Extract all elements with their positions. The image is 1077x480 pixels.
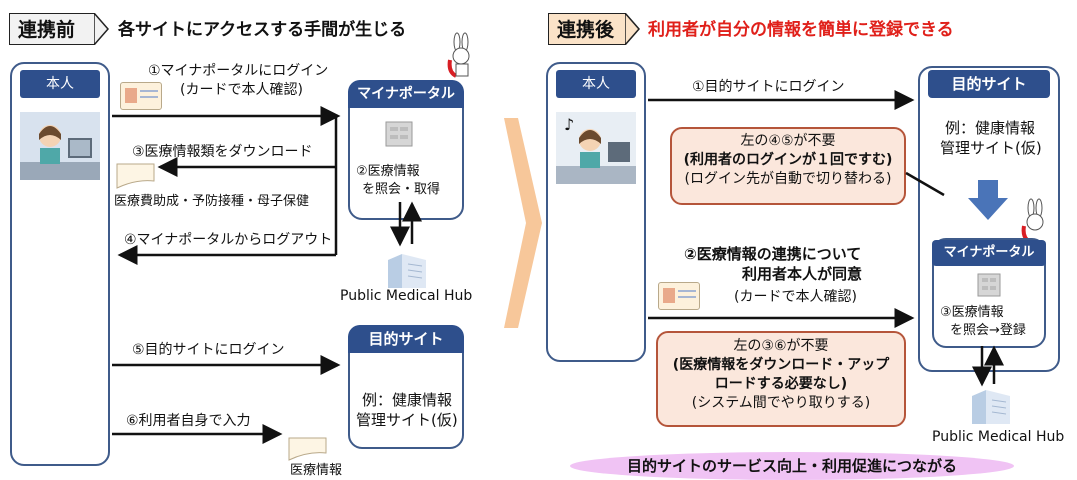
- before-hub-label: Public Medical Hub: [340, 288, 473, 304]
- before-headline: 各サイトにアクセスする手間が生じる: [118, 20, 407, 40]
- before-flow-arrows: [112, 106, 422, 444]
- bottom-benefit-banner: 目的サイトのサービス向上・利用促進につながる: [570, 452, 1014, 480]
- after-step2-line1: ②医療情報の連携について: [684, 245, 862, 263]
- after-target-line1: 例：健康情報: [945, 119, 1036, 137]
- target-site-header-after: 目的サイト: [928, 70, 1050, 98]
- mynaportal-header-after: マイナポータル: [932, 240, 1046, 266]
- before-to-after-arrow: [504, 118, 542, 328]
- my-number-card-icon: [120, 82, 162, 110]
- target-site-header-before: 目的サイト: [348, 325, 464, 353]
- callout1-line3: (ログイン先が自動で切り替わる): [684, 171, 892, 187]
- after-step1: ①目的サイトにログイン: [692, 79, 845, 95]
- callout1-line1: 左の④⑤が不要: [740, 133, 836, 149]
- after-step2-line3: (カードで本人確認): [734, 289, 857, 305]
- mynaportal-header-before: マイナポータル: [348, 80, 464, 108]
- svg-text:♪: ♪: [564, 115, 574, 134]
- after-step3-line2: を照会→登録: [950, 323, 1026, 338]
- after-step2-line2: 利用者本人が同意: [742, 265, 863, 283]
- server-building-icon: [385, 121, 413, 147]
- callout-single-login: 左の④⑤が不要 (利用者のログインが１回ですむ) (ログイン先が自動で切り替わる…: [670, 127, 906, 205]
- before-target-line1: 例：健康情報: [362, 391, 453, 409]
- before-step3: ③医療情報類をダウンロード: [132, 144, 313, 160]
- public-medical-hub-building-icon-2: [972, 390, 1010, 424]
- public-medical-hub-building-icon: [388, 254, 426, 288]
- document-icon: [116, 163, 155, 189]
- callout1-line2: (利用者のログインが１回ですむ): [683, 152, 893, 168]
- after-hub-label: Public Medical Hub: [932, 429, 1065, 445]
- callout2-line3: ロードする必要なし): [714, 376, 848, 392]
- server-building-icon-2: [977, 273, 1001, 297]
- before-tag-chevron: [94, 13, 109, 45]
- before-tag: 連携前: [9, 13, 95, 45]
- before-doc-caption: 医療費助成・予防接種・母子保健: [114, 194, 310, 209]
- before-step2-line1: ②医療情報: [356, 164, 420, 179]
- after-flow-arrows: [648, 90, 1004, 387]
- medical-info-document-icon: [288, 437, 327, 461]
- person-at-pc-image: [20, 112, 100, 180]
- person-label-before: 本人: [20, 70, 100, 98]
- after-headline: 利用者が自分の情報を簡単に登録できる: [648, 20, 954, 40]
- my-number-card-icon-2: [658, 282, 700, 310]
- before-target-line2: 管理サイト(仮): [356, 411, 458, 429]
- callout-no-download: 左の③⑥が不要 (医療情報をダウンロード・アップ ロードする必要なし) (システ…: [656, 331, 906, 427]
- callout2-line4: (システム間でやり取りする): [691, 395, 871, 411]
- after-step3-line1: ③医療情報: [940, 305, 1004, 320]
- before-doc2-caption: 医療情報: [290, 463, 343, 478]
- before-step1-line1: ①マイナポータルにログイン: [148, 63, 329, 79]
- happy-person-at-pc-image: ♪: [556, 112, 636, 184]
- after-target-line2: 管理サイト(仮): [940, 139, 1042, 157]
- before-step1-line2: (カードで本人確認): [180, 82, 303, 98]
- down-arrow-icon: [968, 180, 1008, 220]
- after-tag-chevron: [625, 13, 640, 45]
- callout2-line1: 左の③⑥が不要: [733, 338, 829, 354]
- before-step2-line2: を照会・取得: [362, 182, 441, 197]
- callout2-line2: (医療情報をダウンロード・アップ: [672, 357, 890, 373]
- before-step6: ⑥利用者自身で入力: [126, 413, 251, 429]
- after-tag: 連携後: [548, 13, 626, 45]
- before-step5: ⑤目的サイトにログイン: [132, 342, 285, 358]
- person-label-after: 本人: [556, 70, 636, 98]
- rabbit-mascot-icon: [447, 32, 470, 78]
- before-step4: ④マイナポータルからログアウト: [124, 232, 333, 248]
